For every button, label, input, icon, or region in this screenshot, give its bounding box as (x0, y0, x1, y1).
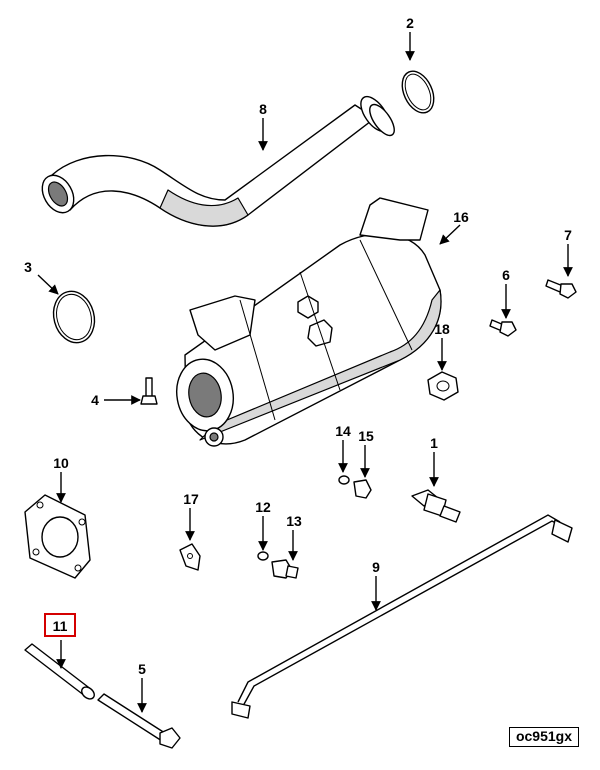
callout-7[interactable]: 7 (564, 227, 572, 243)
gasket-ring-part-3[interactable] (48, 287, 100, 348)
callout-11[interactable]: 11 (53, 618, 68, 634)
hex-nut-part-18[interactable] (427, 371, 459, 401)
bent-tube-part-9[interactable] (231, 514, 573, 719)
callout-10[interactable]: 10 (53, 455, 69, 471)
aftertreatment-canister-part-16[interactable] (171, 197, 442, 447)
clip-part-17[interactable] (179, 543, 201, 571)
fitting-part-1[interactable] (411, 489, 461, 523)
flange-gasket-part-10[interactable] (24, 494, 91, 579)
long-bolt-part-5[interactable] (97, 693, 181, 749)
callout-11-highlighted[interactable]: 11 (44, 613, 76, 637)
washer-part-12[interactable] (257, 551, 269, 561)
callout-4[interactable]: 4 (91, 392, 99, 408)
callout-1[interactable]: 1 (430, 435, 438, 451)
callout-12[interactable]: 12 (255, 499, 271, 515)
bolt-part-4[interactable] (140, 377, 158, 405)
callout-5[interactable]: 5 (138, 661, 146, 677)
callout-14[interactable]: 14 (335, 423, 351, 439)
exhaust-tube-part-8[interactable] (36, 92, 399, 227)
washer-part-14[interactable] (338, 475, 350, 485)
callout-6[interactable]: 6 (502, 267, 510, 283)
plug-part-15[interactable] (353, 479, 372, 499)
callout-17[interactable]: 17 (183, 491, 199, 507)
callout-18[interactable]: 18 (434, 321, 450, 337)
diagram-reference-code: oc951gx (509, 727, 579, 747)
callout-15[interactable]: 15 (358, 428, 374, 444)
callout-3[interactable]: 3 (24, 259, 32, 275)
spacer-tube-part-11[interactable] (24, 643, 97, 701)
fitting-part-13[interactable] (271, 559, 299, 579)
bolt-part-7[interactable] (545, 279, 577, 299)
bolt-part-6[interactable] (489, 319, 517, 337)
callout-9[interactable]: 9 (372, 559, 380, 575)
callout-16[interactable]: 16 (453, 209, 469, 225)
callout-labels: 2 8 16 7 3 6 18 4 14 15 1 10 17 12 13 9 … (24, 15, 572, 677)
callout-2[interactable]: 2 (406, 15, 414, 31)
callout-13[interactable]: 13 (286, 513, 302, 529)
leader-arrows (37, 32, 573, 713)
gasket-ring-part-2[interactable] (396, 66, 440, 118)
callout-8[interactable]: 8 (259, 101, 267, 117)
